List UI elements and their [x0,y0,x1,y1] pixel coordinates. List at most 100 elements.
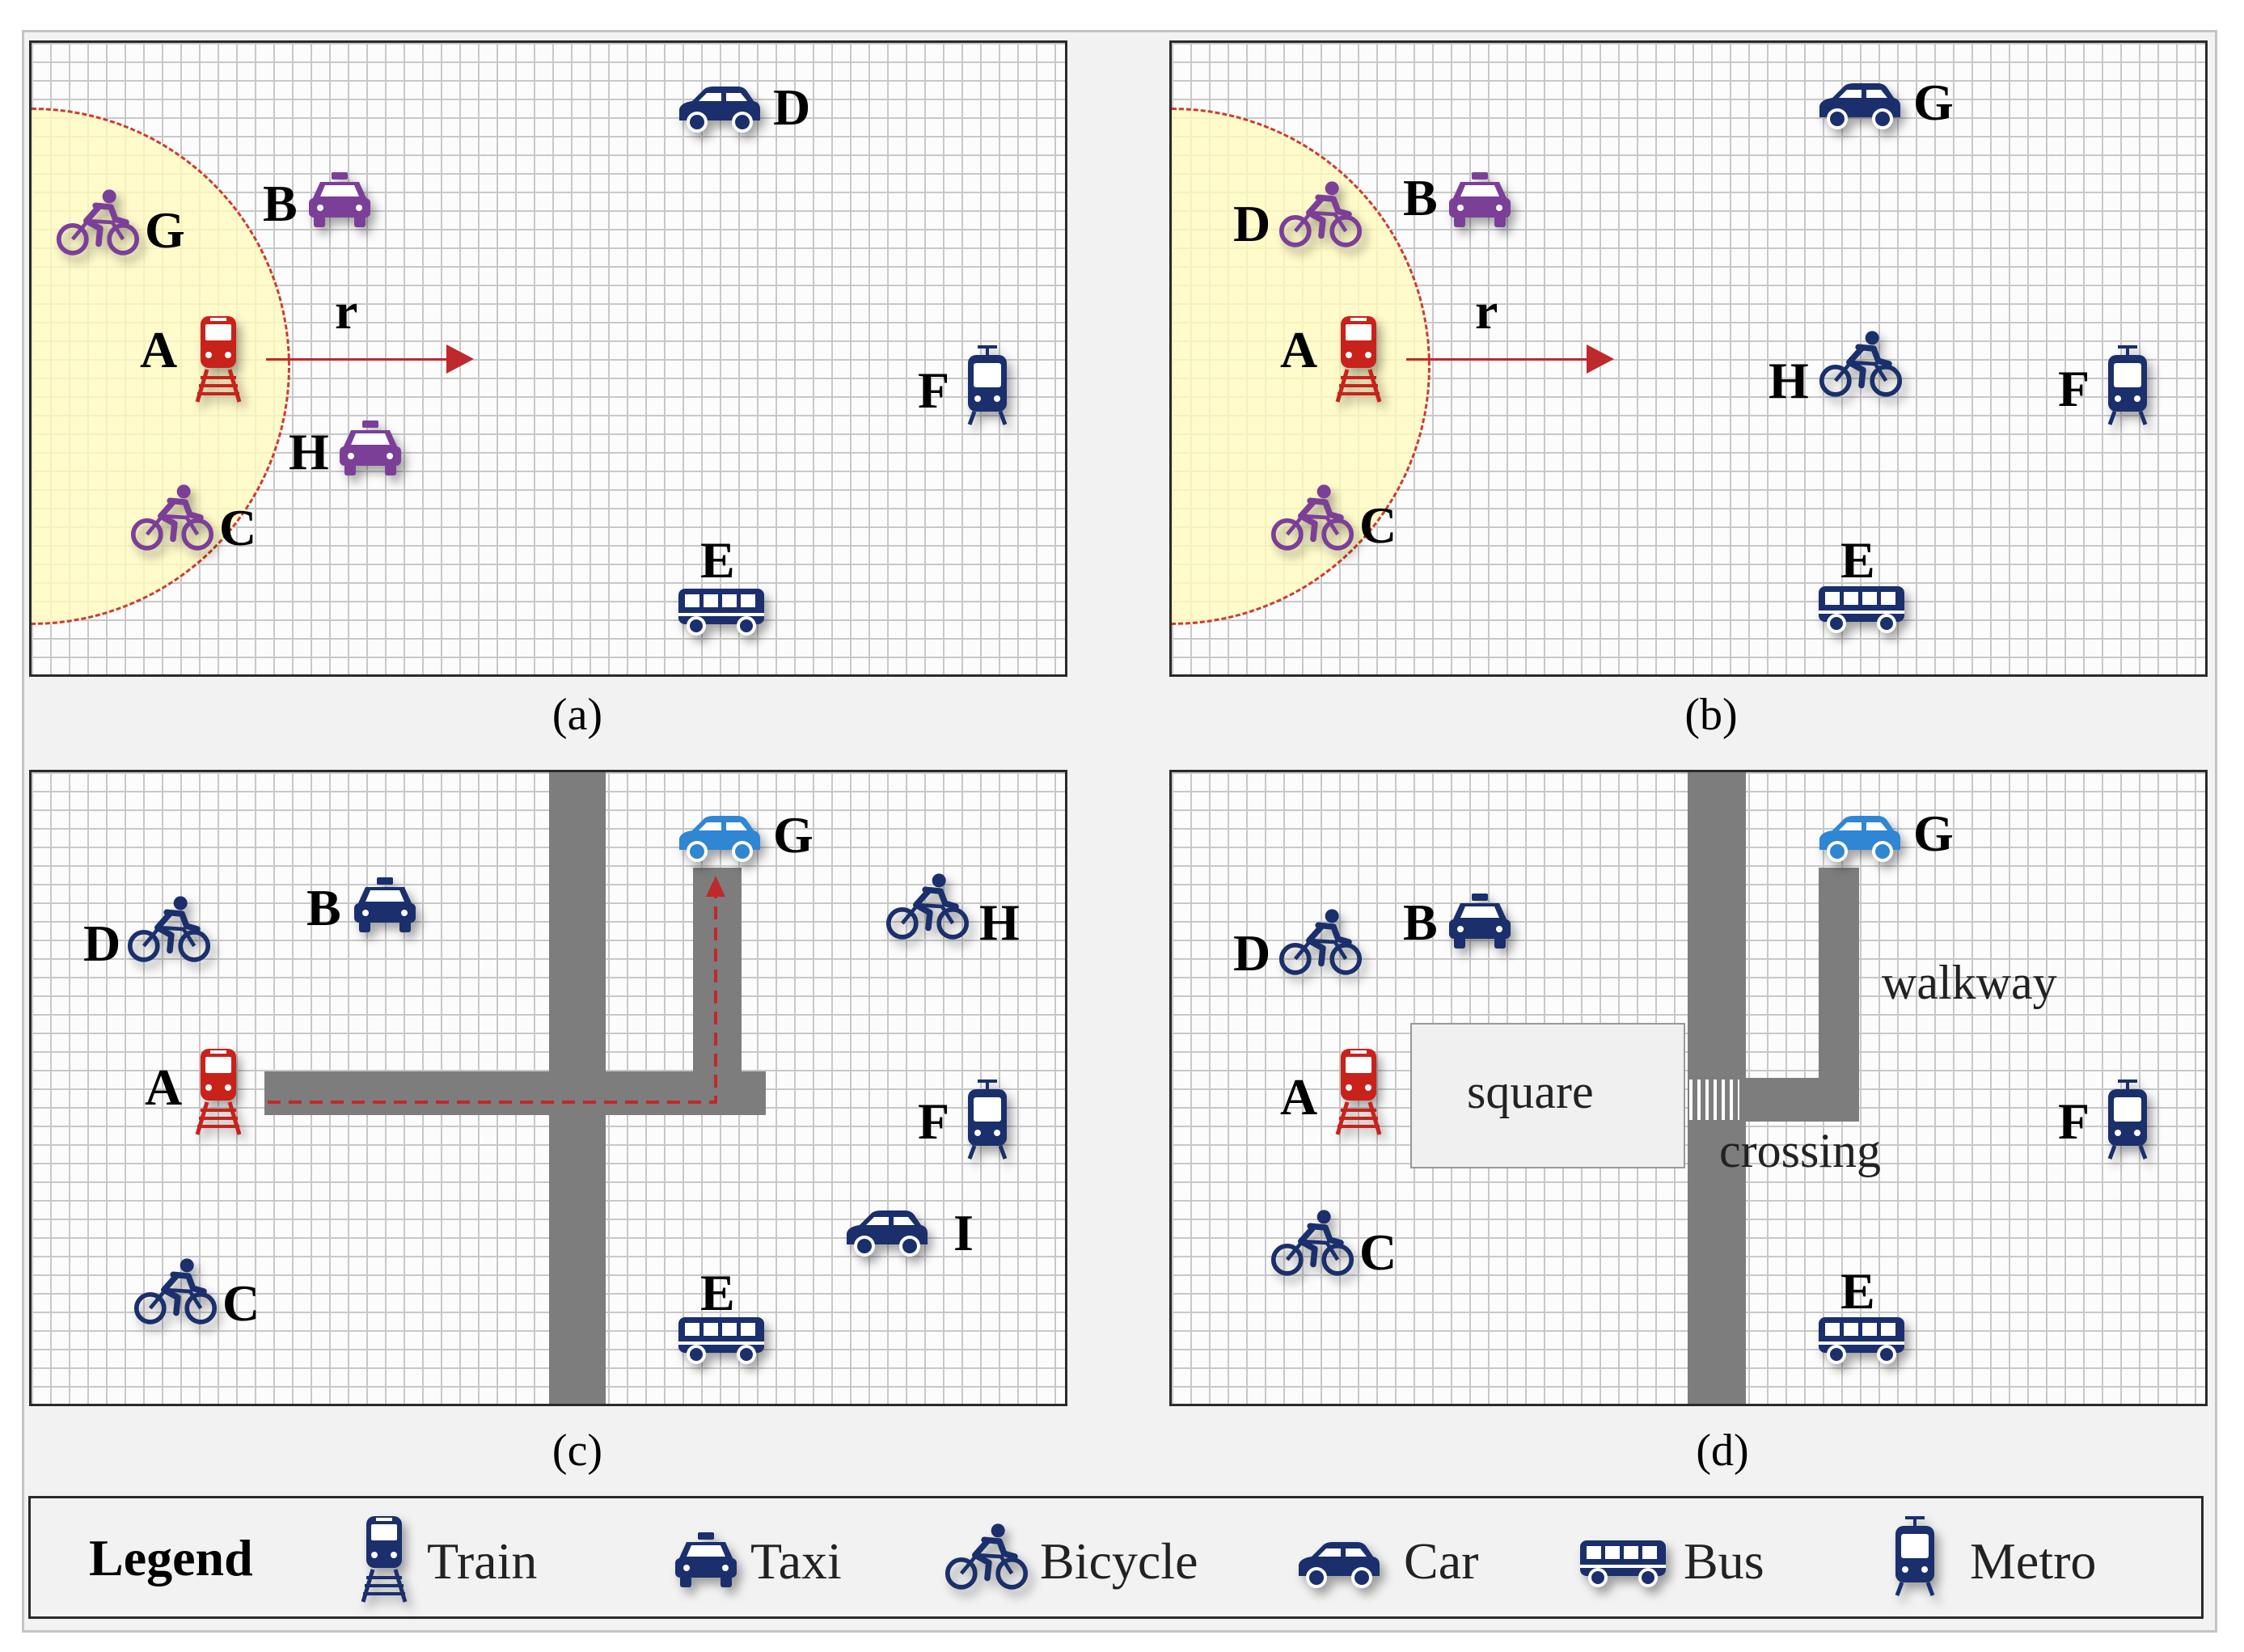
panel-d: square crossing walkway A B D C G F E [1169,770,2208,1406]
car-icon [674,814,763,863]
route-path [268,876,725,1104]
train-icon [193,1047,243,1136]
taxi-icon [1447,894,1513,950]
bicycle-icon [1819,330,1903,399]
label-c: C [219,499,257,556]
label-g: G [145,201,185,259]
label-d: D [1233,195,1271,252]
taxi-icon [352,877,418,934]
car-icon [1815,814,1904,863]
radius-arrow [266,358,448,361]
radius-arrow-head [1587,344,1614,374]
metro-icon [963,345,1012,426]
caption-c: (c) [551,1426,603,1476]
radius-label: r [335,282,358,340]
label-i: I [953,1204,974,1261]
bicycle-icon [1278,180,1363,250]
label-e: E [700,531,735,589]
label-d: D [83,915,121,972]
taxi-icon [673,1532,739,1589]
radius-label: r [1475,282,1498,340]
legend-title: Legend [89,1529,253,1587]
bus-icon [677,1316,766,1364]
bicycle-icon [1278,908,1363,978]
radius-arrow [1406,358,1588,361]
label-h: H [1769,352,1809,409]
label-h: H [289,423,329,480]
label-f: F [2058,1092,2090,1150]
bicycle-icon [945,1523,1029,1592]
legend-car-label: Car [1404,1532,1479,1590]
bicycle-icon [56,188,140,258]
square-area [1410,1023,1685,1168]
label-c: C [1359,1223,1397,1281]
label-g: G [1913,74,1954,131]
panel-c: A B D C G H F I E [29,770,1067,1406]
label-e: E [1840,1262,1875,1320]
crossing-label: crossing [1719,1124,1881,1177]
bicycle-icon [1270,1209,1354,1278]
label-b: B [263,175,298,232]
caption-a: (a) [551,690,603,740]
label-b: B [1403,894,1438,951]
car-icon [1294,1540,1383,1589]
train-icon [1333,315,1384,403]
label-a: A [1280,321,1318,378]
panel-b: r A B D C G H F E [1169,40,2208,677]
legend-taxi-label: Taxi [750,1532,842,1590]
metro-icon [2103,1080,2152,1160]
label-d: D [1233,924,1271,982]
label-e: E [1840,531,1875,589]
metro-icon [963,1080,1012,1160]
legend-bus-label: Bus [1684,1532,1764,1590]
legend: Legend Train Taxi Bicycle Car Bus Metro [28,1496,2204,1619]
panel-a: r A B G H C D F E [29,40,1067,677]
car-icon [674,85,763,133]
road-horizontal [264,1071,766,1115]
walkway-label: walkway [1882,956,2057,1009]
bus-icon [1817,1316,1906,1364]
label-h: H [979,894,1020,951]
taxi-icon [337,420,404,477]
crossing-stripes [1689,1080,1739,1120]
label-b: B [1403,169,1438,226]
bicycle-icon [127,895,211,965]
label-f: F [918,1092,950,1150]
bicycle-icon [130,484,214,553]
label-g: G [773,806,814,864]
taxi-icon [306,172,373,229]
legend-metro-label: Metro [1970,1532,2097,1590]
bus-icon [1817,585,1906,633]
bus-icon [1578,1539,1667,1587]
label-a: A [140,321,178,378]
car-icon [1815,82,1904,130]
train-icon [193,315,243,403]
taxi-icon [1447,172,1513,229]
bicycle-icon [885,872,970,942]
legend-bicycle-label: Bicycle [1040,1532,1198,1590]
label-c: C [1359,496,1397,554]
caption-d: (d) [1696,1426,1749,1476]
bicycle-icon [133,1257,218,1327]
car-icon [842,1209,931,1257]
caption-b: (b) [1684,690,1738,740]
label-d: D [773,78,811,136]
label-f: F [2058,360,2090,417]
label-g: G [1913,805,1954,862]
label-c: C [222,1274,260,1332]
label-a: A [1280,1068,1318,1126]
label-a: A [145,1058,183,1116]
label-e: E [700,1264,735,1321]
train-icon [1333,1047,1384,1136]
walkway-vertical [1819,868,1859,1122]
square-label: square [1467,1065,1594,1118]
bicycle-icon [1270,484,1354,553]
label-b: B [306,879,341,936]
radius-arrow-head [446,344,474,374]
train-icon [359,1515,409,1603]
bus-icon [677,587,766,636]
label-f: F [918,361,950,419]
legend-train-label: Train [427,1532,538,1590]
metro-icon [1891,1516,1939,1597]
metro-icon [2103,345,2152,426]
